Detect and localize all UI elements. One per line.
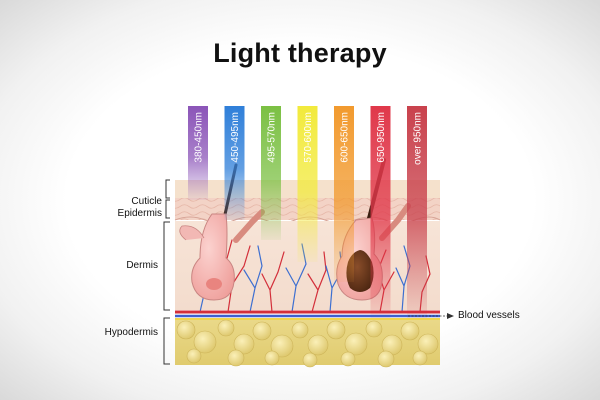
fat-cell (417, 333, 439, 355)
label-epidermis: Epidermis (117, 208, 162, 219)
label-cuticle: Cuticle (131, 196, 162, 207)
diagram-title: Light therapy (213, 38, 387, 68)
fat-cell (291, 321, 309, 339)
fat-cell (176, 320, 196, 340)
fat-cell (307, 334, 329, 356)
fat-cell (377, 350, 395, 368)
light-bands: 380-450nm 450-495nm 495-570nm 570-600nm 600-… (188, 106, 427, 318)
light-band-5 (334, 106, 354, 282)
fat-cell (344, 332, 368, 356)
light-band-1 (188, 106, 208, 200)
light-band-4 (297, 106, 318, 262)
layer-brackets (163, 179, 170, 365)
fat-cell (400, 321, 420, 341)
band-label-3: 495-570nm (267, 112, 278, 163)
band-label-2: 450-495nm (230, 112, 241, 163)
blood-vessel-lines (175, 310, 440, 320)
label-blood-vessels: Blood vessels (458, 310, 520, 321)
fat-cell (227, 349, 245, 367)
label-dermis: Dermis (126, 260, 158, 271)
fat-cells (176, 319, 439, 368)
fat-cell (252, 321, 272, 341)
fat-cell (302, 352, 318, 368)
fat-cell (412, 350, 428, 366)
band-label-6: 650-950nm (376, 112, 387, 163)
fat-cell (264, 350, 280, 366)
fat-cell (217, 319, 235, 337)
band-label-7: over 950nm (413, 112, 424, 165)
fat-cell (186, 348, 202, 364)
fat-cell (233, 333, 255, 355)
band-label-4: 570-600nm (303, 112, 314, 163)
fat-cell (270, 334, 294, 358)
band-label-5: 600-650nm (340, 112, 351, 163)
light-band-3 (261, 106, 281, 240)
light-band-2 (224, 106, 245, 220)
label-hypodermis: Hypodermis (104, 327, 158, 338)
band-label-1: 380-450nm (194, 112, 205, 163)
light-band-7 (407, 106, 427, 318)
light-band-6 (370, 106, 391, 318)
fat-cell (340, 351, 356, 367)
fat-cell (365, 320, 383, 338)
fat-cell (193, 330, 217, 354)
blood-vessels-pointer (408, 313, 454, 319)
fat-cell (326, 320, 346, 340)
